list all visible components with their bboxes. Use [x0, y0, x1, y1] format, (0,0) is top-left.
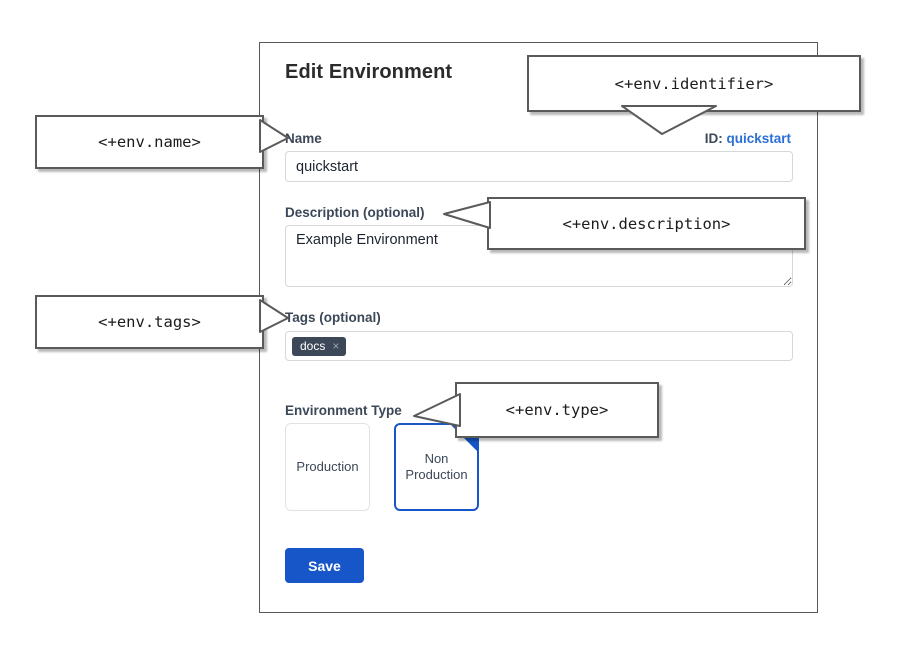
callout-env-identifier: <+env.identifier>: [527, 55, 861, 112]
callout-env-description: <+env.description>: [487, 197, 806, 250]
callout-env-name: <+env.name>: [35, 115, 264, 169]
tags-input[interactable]: docs ×: [285, 331, 793, 361]
tag-chip: docs ×: [292, 336, 347, 356]
tag-remove-icon[interactable]: ×: [332, 338, 340, 353]
callout-env-type-text: <+env.type>: [505, 401, 609, 419]
environment-type-options: Production Non Production: [285, 423, 479, 511]
edit-environment-panel: Edit Environment Name ID: quickstart Des…: [259, 42, 818, 613]
callout-env-type: <+env.type>: [455, 382, 659, 438]
identifier-prefix-label: ID:: [704, 131, 723, 146]
environment-type-label: Environment Type: [285, 403, 402, 418]
save-button[interactable]: Save: [285, 548, 364, 583]
callout-env-tags: <+env.tags>: [35, 295, 264, 349]
description-field-label: Description (optional): [285, 205, 425, 220]
environment-type-option-non-production-label: Non Production: [405, 450, 468, 482]
identifier-value-link[interactable]: quickstart: [726, 131, 791, 146]
tags-field-label: Tags (optional): [285, 310, 381, 325]
page-title: Edit Environment: [285, 61, 453, 83]
callout-env-name-text: <+env.name>: [98, 133, 201, 151]
environment-type-option-non-production[interactable]: Non Production: [394, 423, 479, 511]
callout-env-description-text: <+env.description>: [562, 214, 731, 233]
tag-chip-label: docs: [300, 338, 326, 353]
callout-env-identifier-text: <+env.identifier>: [614, 74, 774, 93]
callout-env-tags-text: <+env.tags>: [98, 313, 201, 331]
environment-type-option-production[interactable]: Production: [285, 423, 370, 511]
name-field-label: Name: [285, 131, 322, 146]
environment-type-option-production-label: Production: [296, 458, 359, 474]
name-input[interactable]: [285, 151, 793, 182]
environment-identifier: ID: quickstart: [705, 131, 791, 146]
